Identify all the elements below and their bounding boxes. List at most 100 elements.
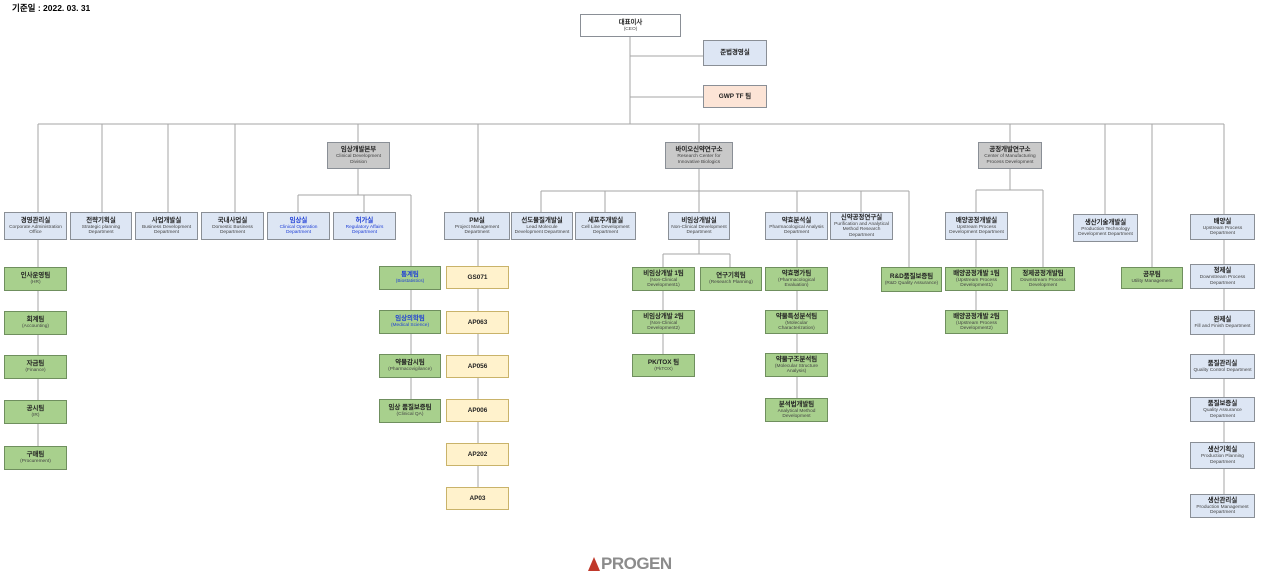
clinical-qa-team-box[interactable]: 임상 품질보증팀(Clinical QA) — [379, 399, 441, 423]
box-title: 구매팀 — [26, 451, 45, 459]
box-title: AP202 — [467, 450, 488, 458]
box-title: 임상실 — [289, 216, 308, 224]
box-title: 공정개발연구소 — [989, 146, 1031, 154]
hr-team-box[interactable]: 인사운영팀(HR) — [4, 267, 67, 291]
box-subtitle: (Clinical QA) — [396, 412, 424, 418]
pharmacovigilance-team-box[interactable]: 약물감시팀(Pharmacovigilance) — [379, 354, 441, 378]
box-subtitle: Analytical Method Development — [777, 408, 816, 420]
project-ap202-box[interactable]: AP202 — [446, 443, 509, 466]
medical-science-team-box[interactable]: 임상의학팀(Medical Science) — [379, 310, 441, 334]
box-subtitle: (Medical Science) — [390, 323, 430, 329]
box-subtitle: (Procurement) — [20, 459, 51, 465]
box-title: AP056 — [467, 362, 488, 370]
box-title: 비임상개발실 — [681, 216, 717, 224]
box-title: 비임상개발 2팀 — [643, 312, 684, 320]
compliance-office-box[interactable]: 준법경영실 — [703, 40, 767, 66]
box-subtitle: Purification and Analytical Method Resea… — [834, 222, 889, 238]
box-subtitle: Clinical Development Division — [335, 154, 382, 165]
box-title: 전략기획실 — [86, 216, 116, 224]
project-ap063-box[interactable]: AP063 — [446, 311, 509, 334]
box-title: 배양실 — [1213, 217, 1232, 225]
box-subtitle: Fill and Finish Department — [1194, 323, 1251, 329]
box-title: 대표이사 — [618, 18, 643, 26]
box-subtitle: (Upstream Process Development1) — [955, 277, 998, 289]
pk-tox-team-box[interactable]: PK/TOX 팀(PkTOX) — [632, 354, 695, 377]
research-planning-team-box[interactable]: 연구기획팀(Research Planning) — [700, 267, 762, 291]
box-subtitle: (Molecular Structure Analysis) — [774, 363, 819, 375]
box-title: 임상 품질보증팀 — [388, 404, 432, 412]
box-subtitle: (Accounting) — [22, 324, 49, 330]
box-title: 사업개발실 — [151, 216, 182, 224]
box-subtitle: Lead Molecule Development Department — [514, 224, 570, 236]
box-subtitle: (Molecular Characterization) — [778, 320, 815, 332]
nonclinical-team1-box[interactable]: 비임상개발 1팀(Non-Clinical Development1) — [632, 267, 695, 291]
box-title: 품질보증실 — [1207, 400, 1238, 408]
project-gs071-box[interactable]: GS071 — [446, 266, 509, 289]
molecular-structure-team-box[interactable]: 약물구조분석팀(Molecular Structure Analysis) — [765, 353, 828, 377]
box-title: AP03 — [469, 494, 486, 502]
rd-qa-team-box[interactable]: R&D품질보증팀(R&D Quality Assurance) — [881, 267, 942, 292]
box-title: 배양공정개발 1팀 — [953, 269, 1000, 277]
base-date: 기준일 : 2022. 03. 31 — [12, 3, 91, 13]
box-subtitle: (R&D Quality Assurance) — [884, 280, 939, 286]
box-subtitle: Non-Clinical Development Department — [671, 224, 727, 236]
procurement-team-box[interactable]: 구매팀(Procurement) — [4, 446, 67, 470]
box-subtitle: Downstream Process Development — [1020, 277, 1066, 289]
finance-team-box[interactable]: 자금팀(Finance) — [4, 355, 67, 379]
molecular-characterization-team-box[interactable]: 약물특성분석팀(Molecular Characterization) — [765, 310, 828, 334]
box-title: 신약공정연구실 — [840, 214, 883, 222]
ceo-box[interactable]: 대표이사(CEO) — [580, 14, 681, 37]
ir-team-box[interactable]: 공시팀(IR) — [4, 400, 67, 424]
gwp-tf-box[interactable]: GWP TF 팀 — [703, 85, 767, 108]
box-subtitle: Quality Control Department — [1193, 367, 1252, 373]
box-title: 약효분석실 — [781, 216, 812, 224]
nonclinical-team2-box[interactable]: 비임상개발 2팀(Non-Clinical Development2) — [632, 310, 695, 334]
project-ap006-box[interactable]: AP006 — [446, 399, 509, 422]
project-ap056-box[interactable]: AP056 — [446, 355, 509, 378]
logo-text: PROGEN — [601, 554, 672, 573]
box-subtitle: (Pharmacological Evaluation) — [777, 277, 816, 289]
box-title: 연구기획팀 — [716, 272, 746, 280]
box-subtitle: (Pharmacovigilance) — [388, 367, 432, 373]
upstream-dev-team1-box[interactable]: 배양공정개발 1팀(Upstream Process Development1) — [945, 267, 1008, 291]
box-title: 공시팀 — [26, 405, 45, 413]
biostatistics-team-box[interactable]: 통계팀(Biostatistics) — [379, 266, 441, 290]
upstream-dev-team2-box[interactable]: 배양공정개발 2팀(Upstream Process Development2) — [945, 310, 1008, 334]
project-ap03-box[interactable]: AP03 — [446, 487, 509, 510]
box-title: 생산기획실 — [1207, 446, 1238, 454]
box-title: 준법경영실 — [720, 49, 750, 57]
box-subtitle: Business Development Department — [141, 224, 192, 236]
accounting-team-box[interactable]: 회계팀(Accounting) — [4, 311, 67, 335]
box-subtitle: (Upstream Process Development2) — [955, 320, 998, 332]
pharm-evaluation-team-box[interactable]: 약효평가팀(Pharmacological Evaluation) — [765, 267, 828, 291]
box-title: 약효평가팀 — [781, 269, 812, 277]
box-subtitle: (Non-Clinical Development2) — [647, 320, 680, 332]
